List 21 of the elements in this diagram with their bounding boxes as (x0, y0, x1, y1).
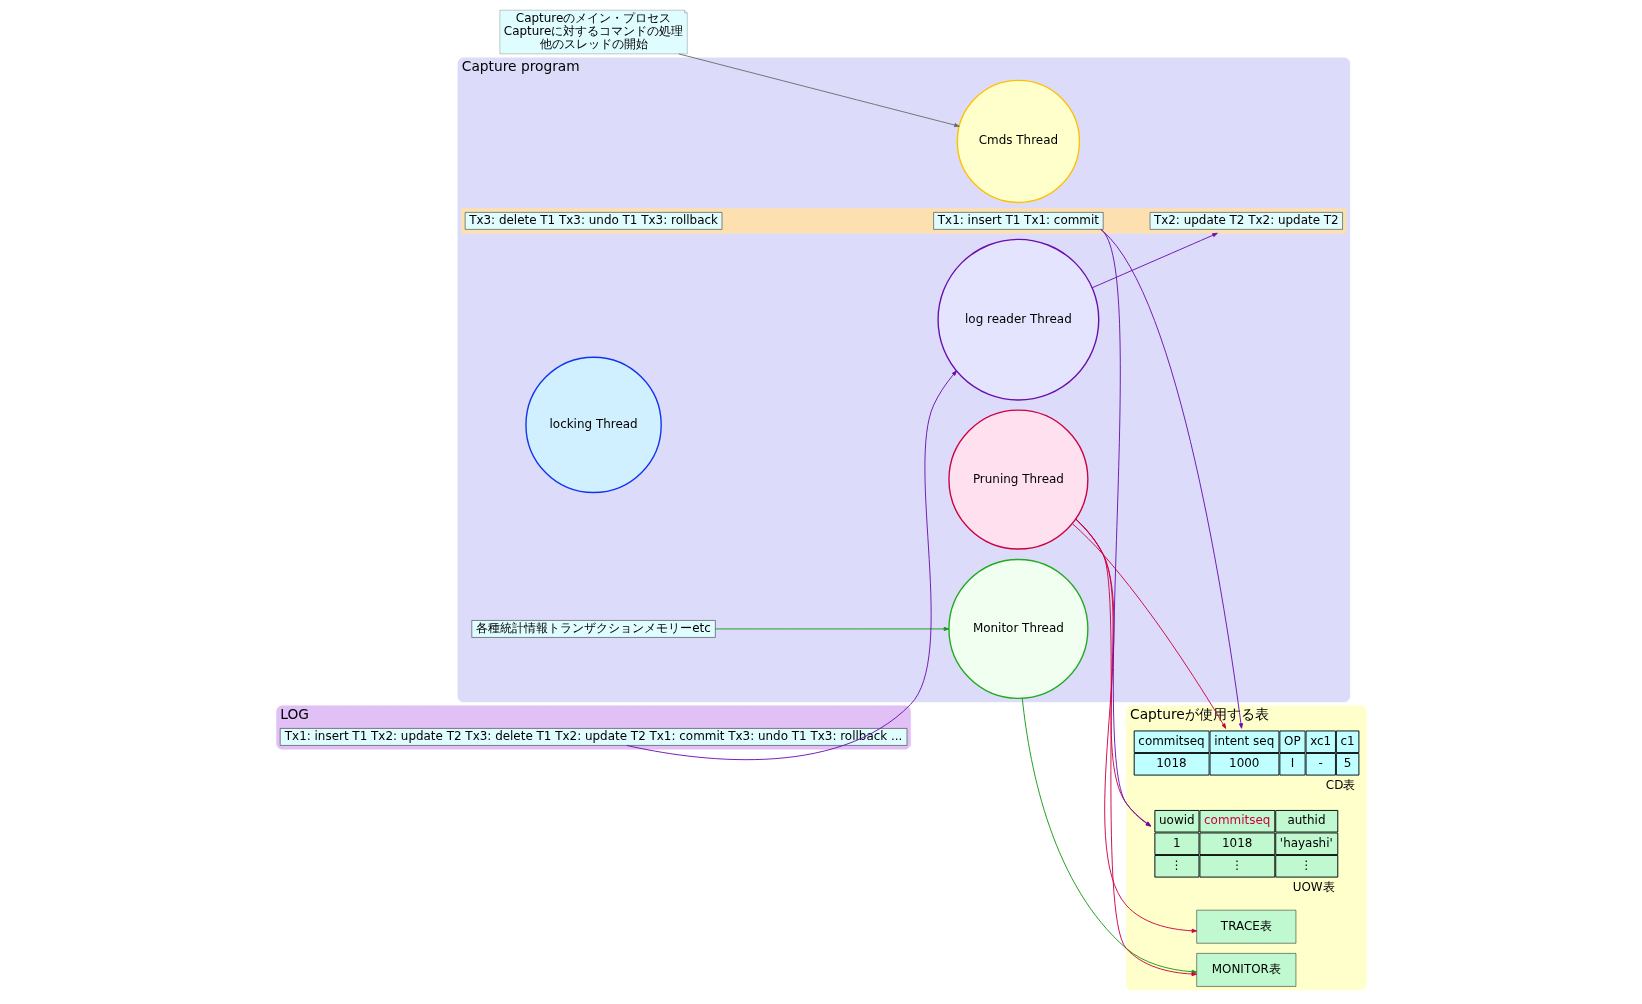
arrow (1071, 523, 1226, 729)
node-box: Tx2: update T2 Tx2: update T2 (1149, 212, 1343, 230)
node-box: Tx1: insert T1 Tx1: commit (932, 212, 1103, 230)
node-box: 各種統計情報トランザクションメモリーetc (471, 620, 716, 638)
arrow (1021, 697, 1197, 974)
arrow (714, 626, 949, 631)
node-circle: Pruning Thread (947, 409, 1089, 550)
arrow (625, 370, 957, 761)
node-circle: locking Thread (524, 356, 662, 494)
node-circle: Monitor Thread (947, 558, 1089, 700)
node-label: UOW表 (1292, 879, 1335, 894)
arrow (1091, 232, 1218, 289)
arrow (677, 53, 960, 128)
node-circle: log reader Thread (936, 238, 1099, 401)
node-circle: Cmds Thread (956, 79, 1080, 204)
node-label: CD表 (1325, 777, 1355, 792)
arrow (1074, 518, 1151, 827)
arrow (1099, 229, 1243, 729)
node-box: TRACE表 (1195, 909, 1296, 944)
node-box: MONITOR表 (1195, 953, 1296, 987)
node-box: Tx3: delete T1 Tx3: undo T1 Tx3: rollback (464, 212, 722, 230)
